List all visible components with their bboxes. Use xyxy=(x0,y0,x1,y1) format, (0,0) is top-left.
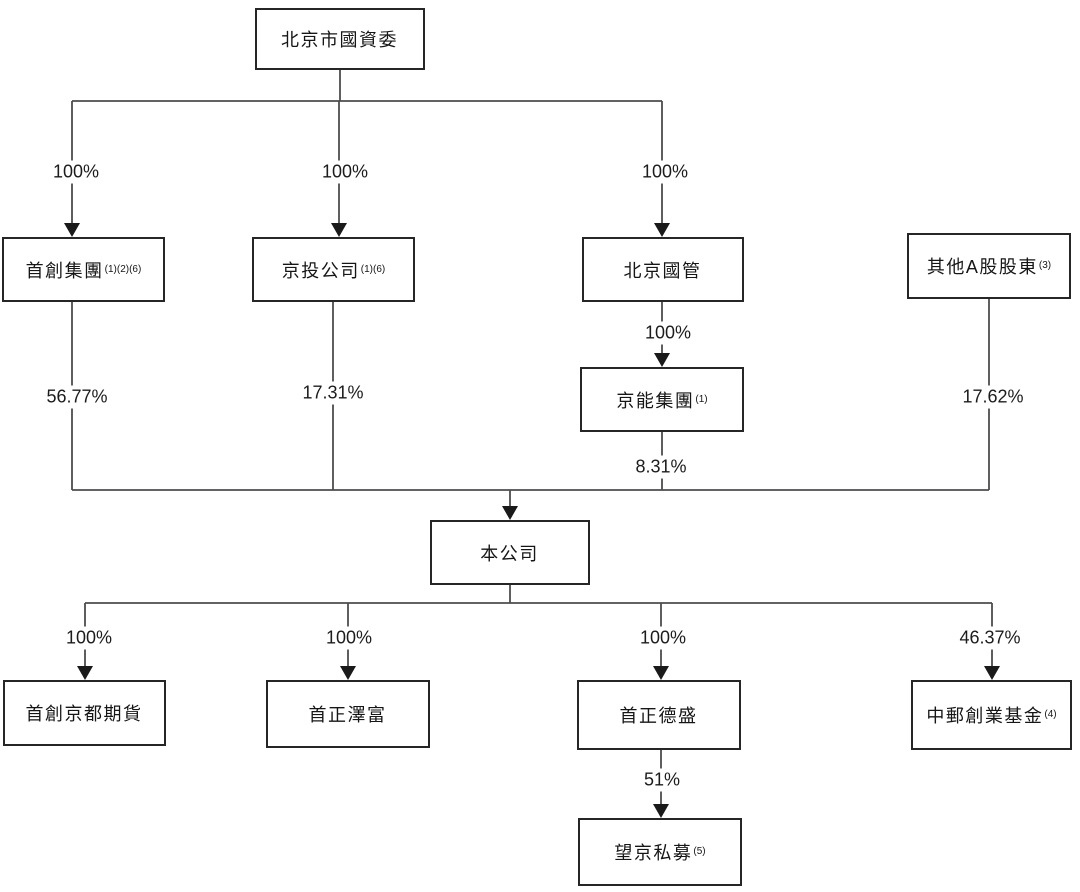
ownership-pct-desheng-wangjing: 51% xyxy=(639,768,685,792)
node-bj-guoguan-label: 北京國管 xyxy=(623,260,702,281)
node-jingneng: 京能集團(1) xyxy=(580,367,744,432)
node-shouzheng-zefu-label: 首正澤富 xyxy=(308,705,387,725)
ownership-pct-company-zhongyou: 46.37% xyxy=(955,626,1025,650)
ownership-pct-jingtou-company: 17.31% xyxy=(298,381,368,405)
node-wangjing-pe: 望京私募(5) xyxy=(578,818,742,886)
ownership-pct-company-zefu: 100% xyxy=(321,626,377,650)
ownership-pct-soasac-guoguan: 100% xyxy=(637,160,693,184)
node-bj-guoguan: 北京國管 xyxy=(582,237,744,302)
node-jingtou-label: 京投公司 xyxy=(281,260,360,281)
node-capital-group: 首創集團(1)(2)(6) xyxy=(2,237,165,302)
arrowhead-shouzheng-zefu xyxy=(340,666,356,680)
node-shouzheng-desheng: 首正德盛 xyxy=(577,680,741,750)
node-zhongyou-fund: 中郵創業基金(4) xyxy=(911,680,1072,750)
arrowhead-shouzheng-desheng xyxy=(653,666,669,680)
node-zhongyou-fund-label: 中郵創業基金 xyxy=(926,706,1044,726)
node-jingneng-label: 京能集團 xyxy=(616,390,695,411)
arrowhead-guoguan xyxy=(654,223,670,237)
arrowhead-jingdu-futures xyxy=(77,666,93,680)
node-soasac: 北京市國資委 xyxy=(255,8,425,70)
node-shouzheng-desheng-label: 首正德盛 xyxy=(619,706,698,726)
node-jingdu-futures-label: 首創京都期貨 xyxy=(25,704,143,724)
ownership-pct-other-a-company: 17.62% xyxy=(958,385,1028,409)
ownership-pct-jingneng-company: 8.31% xyxy=(631,455,691,479)
node-jingtou: 京投公司(1)(6) xyxy=(252,237,415,302)
node-shouzheng-zefu: 首正澤富 xyxy=(266,680,430,748)
node-capital-group-label: 首創集團 xyxy=(25,260,104,281)
arrowhead-zhongyou-fund xyxy=(984,666,1000,680)
arrowhead-wangjing xyxy=(653,804,669,818)
ownership-pct-soasac-jingtou: 100% xyxy=(317,160,373,184)
node-soasac-label: 北京市國資委 xyxy=(281,30,398,50)
node-other-a-holders-label: 其他A股股東 xyxy=(926,257,1038,277)
node-wangjing-pe-label: 望京私募 xyxy=(614,843,693,863)
ownership-pct-company-jingdu: 100% xyxy=(61,626,117,650)
arrowhead-company xyxy=(502,506,518,520)
ownership-pct-company-desheng: 100% xyxy=(635,626,691,650)
arrowhead-capital-group xyxy=(64,223,80,237)
arrowhead-jingneng xyxy=(654,353,670,367)
ownership-pct-guoguan-jingneng: 100% xyxy=(640,321,696,345)
node-jingdu-futures: 首創京都期貨 xyxy=(3,680,166,746)
node-other-a-holders: 其他A股股東(3) xyxy=(907,233,1071,299)
ownership-pct-capital-group-company: 56.77% xyxy=(42,385,112,409)
arrowhead-jingtou xyxy=(331,223,347,237)
node-company: 本公司 xyxy=(430,520,590,585)
ownership-pct-soasac-capital-group: 100% xyxy=(48,160,104,184)
node-company-label: 本公司 xyxy=(480,543,539,564)
